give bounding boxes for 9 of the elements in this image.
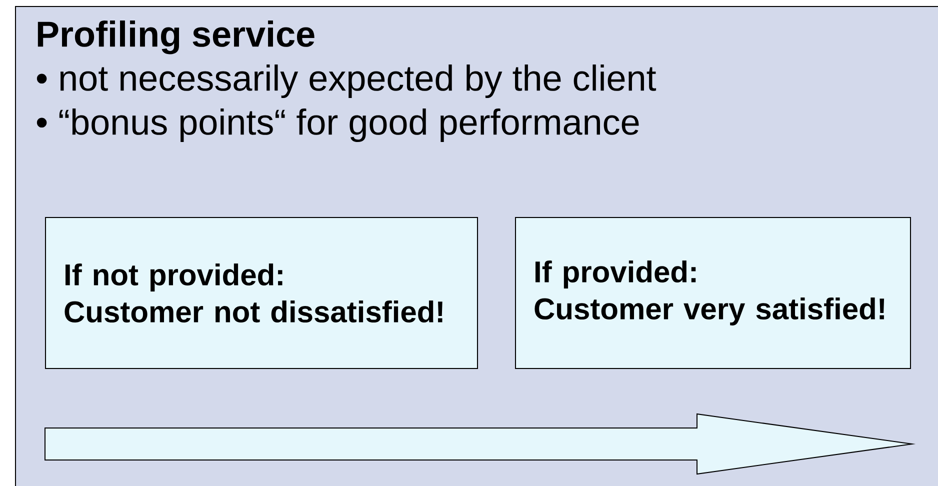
box-text: Customer very satisfied! [534, 298, 884, 326]
panel-heading: Profiling service [38, 20, 314, 54]
bullet-item: • “bonus points“ for good performance [36, 108, 639, 142]
bullet-item: • not necessarily expected by the client [36, 64, 656, 98]
box-text: If provided: [536, 260, 696, 288]
box-text: Customer not dissatisfied! [64, 300, 442, 323]
box-text: If not provided: [66, 263, 282, 292]
text-box [45, 217, 478, 369]
text-box [515, 217, 911, 369]
